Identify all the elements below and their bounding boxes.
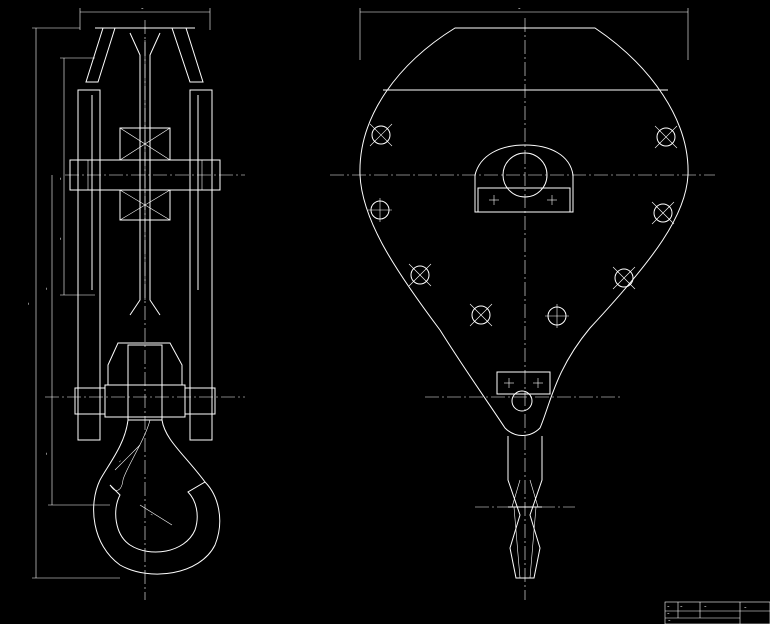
hook-radius-small-text: ~ [117,458,123,464]
axle-bore [502,152,548,198]
bolt-holes [368,123,678,328]
overall-height-text: ~ [26,302,31,305]
inner-height-text: ~ [58,237,63,240]
lower-height-text: ~ [44,452,49,455]
title-cell-2: ~ [680,604,683,609]
bolt-hole [368,198,392,222]
hook: ~ ~ [93,419,221,575]
axle-height-text: ~ [58,177,63,180]
section-view: ~ ~ ~ ~ ~ ~ [26,6,245,600]
axle-boss [474,144,574,213]
title-cell-1: ~ [667,604,670,609]
plate-view: ~ [330,6,715,600]
top-right-wedge [171,27,204,83]
top-width-dimension-text: ~ [141,6,144,11]
hook-radius-large-text: ~ [150,512,155,518]
bolt-hole [408,263,432,287]
sheave-axle [69,159,221,191]
title-cell-3: ~ [704,604,707,609]
title-cell-5: ~ [667,611,670,616]
retaining-plate-screws [489,195,557,205]
rope-left [129,32,141,316]
plate-width-dimension-text: ~ [518,6,521,11]
lower-pin-bore [511,390,533,412]
bolt-hole [369,123,393,147]
bolt-hole [545,304,569,328]
lower-plate-screws [504,378,543,388]
rope-right [149,32,161,316]
lower-pin-plate [496,371,551,395]
hook-shank-section [127,344,163,421]
top-width-dimension: ~ [79,6,211,30]
bolt-hole [651,201,675,225]
side-plate-outline [359,27,689,436]
axle-retaining-plate [477,187,571,213]
title-cell-6: ~ [668,618,671,623]
title-block: ~ ~ ~ ~ ~ ~ [664,601,770,624]
bolt-hole [612,266,636,290]
left-dimensions: ~ ~ ~ ~ ~ [26,27,120,579]
bolt-hole [469,303,493,327]
right-pin-boss [184,387,216,415]
hook-shank-side [507,436,543,579]
mid-height-text: ~ [44,287,49,290]
left-side-plate [77,89,101,441]
right-side-plate [189,89,213,441]
bolt-hole [654,125,678,149]
top-left-wedge [85,27,116,83]
left-pin-boss [74,387,106,415]
plate-width-dimension: ~ [359,6,689,60]
title-cell-4: ~ [744,605,747,610]
